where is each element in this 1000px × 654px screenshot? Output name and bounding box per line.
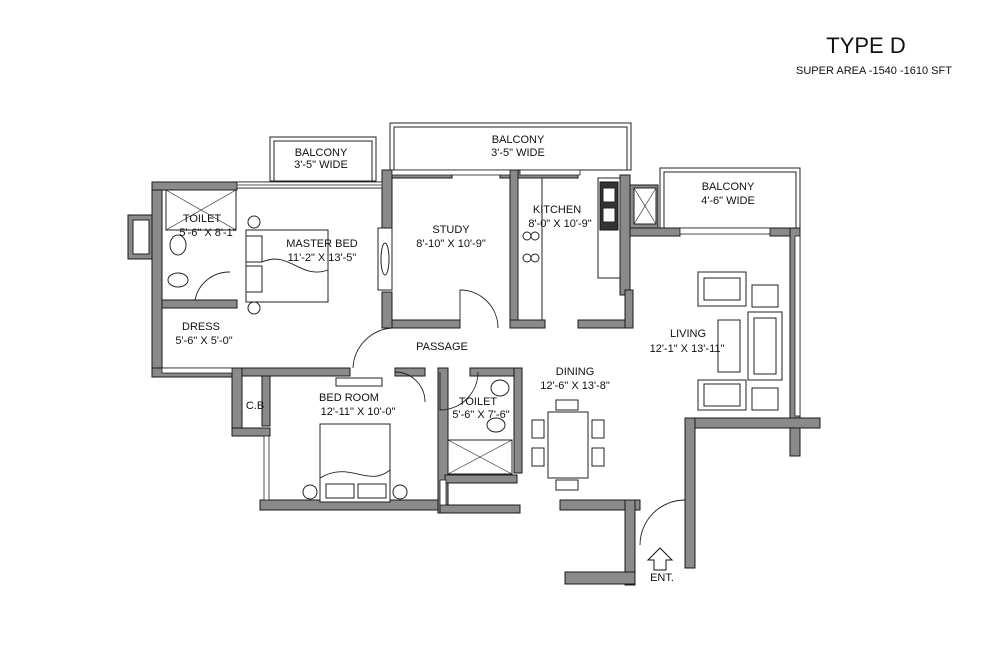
- living-furniture: [697, 271, 783, 411]
- entrance-arrow-icon: [646, 547, 674, 571]
- master-bed-furniture: [245, 215, 329, 315]
- plan-title: TYPE D: [826, 33, 905, 58]
- dining-furniture: [531, 399, 605, 491]
- master-bed-size: 11'-2" X 13'-5": [288, 252, 357, 264]
- living-size: 12'-1" X 13'-11": [650, 343, 725, 355]
- cb-label: C.B: [246, 400, 264, 412]
- balcony-left-label: BALCONY: [295, 147, 348, 159]
- balcony-mid-label: BALCONY: [492, 134, 545, 146]
- entrance-label: ENT.: [650, 572, 674, 584]
- balcony-right-label: BALCONY: [702, 181, 755, 193]
- living-label: LIVING: [670, 328, 706, 340]
- toilet-master-label: TOILET: [183, 213, 222, 225]
- toilet-master-size: 5'-6" X 8'-1": [179, 227, 236, 239]
- bed-room-label: BED ROOM: [319, 392, 379, 404]
- passage-label: PASSAGE: [416, 341, 468, 353]
- study-label: STUDY: [432, 224, 470, 236]
- master-toilet-fixtures: [165, 189, 237, 288]
- bed-room-furniture: [302, 377, 408, 503]
- dress-label: DRESS: [182, 321, 220, 333]
- dining-size: 12'-6" X 13'-8": [540, 380, 610, 392]
- doors: [194, 271, 686, 546]
- dress-size: 5'-6" X 5'-0": [175, 335, 232, 347]
- dining-label: DINING: [556, 366, 595, 378]
- bed-room-size: 12'-11" X 10'-0": [321, 406, 396, 418]
- toilet-common-size: 5'-6" X 7'-6": [452, 409, 509, 421]
- plan-subtitle: SUPER AREA -1540 -1610 SFT: [796, 65, 952, 77]
- toilet-common-label: TOILET: [459, 396, 498, 408]
- windows: [161, 169, 801, 506]
- common-toilet-fixtures: [447, 379, 513, 475]
- balcony-right-ac: [633, 187, 657, 225]
- balcony-right-size: 4'-6" WIDE: [701, 195, 755, 207]
- kitchen-size: 8'-0" X 10'-9": [528, 218, 591, 230]
- balcony-left-size: 3'-5" WIDE: [294, 159, 348, 171]
- kitchen-counter: [517, 177, 621, 321]
- study-furniture: [377, 227, 393, 291]
- balcony-mid-size: 3'-5" WIDE: [491, 147, 545, 159]
- kitchen-label: KITCHEN: [533, 204, 581, 216]
- study-size: 8'-10" X 10'-9": [416, 238, 486, 250]
- master-bed-label: MASTER BED: [286, 238, 358, 250]
